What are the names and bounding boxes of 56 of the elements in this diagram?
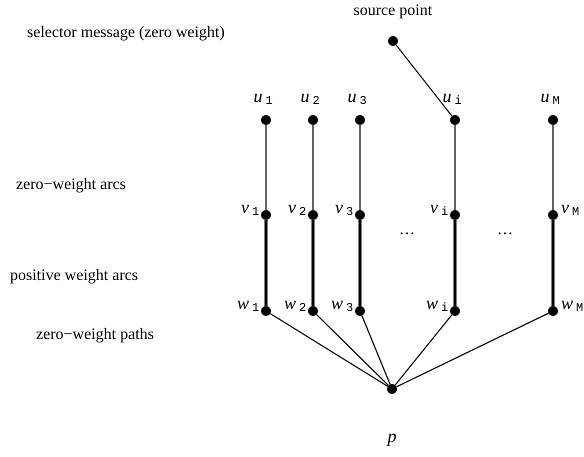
- node-label: u$_{3}$: [348, 86, 367, 110]
- node-label: u$_{2}$: [300, 86, 320, 110]
- node-label: source point: [354, 2, 432, 20]
- connector-line: [312, 125, 314, 210]
- node-label: w$_{i}$: [426, 294, 448, 316]
- node-label: v$_{3}$: [335, 198, 354, 220]
- node-dot: [355, 306, 365, 316]
- node-dot: [548, 306, 558, 316]
- node-dot: [308, 115, 318, 125]
- ellipsis: …: [497, 221, 513, 239]
- connector-line: [265, 125, 267, 210]
- connector-line: [359, 125, 361, 210]
- connector-line: [264, 220, 268, 306]
- row-label: zero−weight paths: [36, 326, 154, 344]
- node-label: w$_{1}$: [237, 294, 260, 316]
- node-dot: [548, 115, 558, 125]
- node-label: w$_{2}$: [284, 294, 306, 316]
- row-label: selector message (zero weight): [27, 24, 225, 42]
- node-dot: [450, 210, 460, 220]
- connector-line: [552, 220, 554, 306]
- node-dot: [261, 115, 271, 125]
- node-label: w$_{3}$: [331, 294, 354, 316]
- node-dot: [308, 210, 318, 220]
- node-dot: [261, 306, 271, 316]
- row-label: positive weight arcs: [10, 267, 138, 285]
- connector-line: [270, 313, 388, 387]
- node-dot: [355, 210, 365, 220]
- node-label: u$_{M}$: [540, 86, 560, 110]
- node-dot: [261, 210, 271, 220]
- node-dot: [450, 306, 460, 316]
- node-label: w$_{M}$: [561, 294, 584, 316]
- connector-line: [312, 220, 314, 306]
- connector-line: [316, 314, 389, 386]
- connector-line: [396, 312, 549, 388]
- connector-line: [361, 315, 391, 385]
- connector-line: [454, 220, 456, 306]
- node-label: u$_{1}$: [254, 86, 273, 110]
- node-label: u$_{i}$: [442, 86, 462, 110]
- node-dot: [388, 36, 398, 46]
- node-label: v$_{M}$: [561, 198, 580, 220]
- connector-line: [396, 44, 452, 116]
- node-dot: [450, 115, 460, 125]
- connector-line: [358, 220, 362, 306]
- connector-line: [394, 314, 452, 386]
- node-label: v$_{1}$: [241, 198, 260, 220]
- connector-line: [552, 125, 554, 210]
- node-dot: [355, 115, 365, 125]
- node-label: p: [388, 427, 396, 447]
- node-dot: [548, 210, 558, 220]
- ellipsis: …: [399, 221, 415, 239]
- row-label: zero−weight arcs: [16, 176, 126, 194]
- node-dot: [308, 306, 318, 316]
- node-label: v$_{i}$: [430, 198, 448, 220]
- connector-line: [454, 125, 456, 210]
- node-dot: [387, 384, 397, 394]
- node-label: v$_{2}$: [288, 198, 306, 220]
